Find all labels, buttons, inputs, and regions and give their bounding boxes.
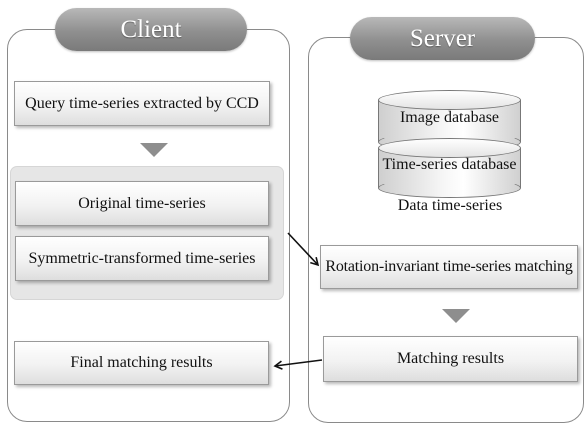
down-arrow-icon xyxy=(140,143,168,157)
database-bottom-cap xyxy=(377,178,521,198)
symmetric-transformed-box: Symmetric-transformed time-series xyxy=(15,236,269,281)
final-matching-results-box: Final matching results xyxy=(14,341,269,385)
original-time-series-box: Original time-series xyxy=(15,181,269,226)
matching-results-box: Matching results xyxy=(323,336,578,382)
query-time-series-box: Query time-series extracted by CCD xyxy=(14,81,270,126)
image-database-label: Image database xyxy=(399,109,500,126)
time-series-database-cylinder: Time-series database xyxy=(377,138,521,198)
data-time-series-label: Data time-series xyxy=(397,197,503,214)
arrow-to-server-matching xyxy=(287,232,320,267)
down-arrow-icon xyxy=(442,309,470,323)
database-top-cap xyxy=(377,90,521,110)
arrow-to-final-results xyxy=(273,359,323,370)
rotation-invariant-matching-box: Rotation-invariant time-series matching xyxy=(320,245,578,289)
client-title-tab: Client xyxy=(55,8,247,51)
server-title-tab: Server xyxy=(350,17,535,60)
time-series-database-label: Time-series database xyxy=(382,156,517,173)
database-top-cap xyxy=(377,138,521,158)
